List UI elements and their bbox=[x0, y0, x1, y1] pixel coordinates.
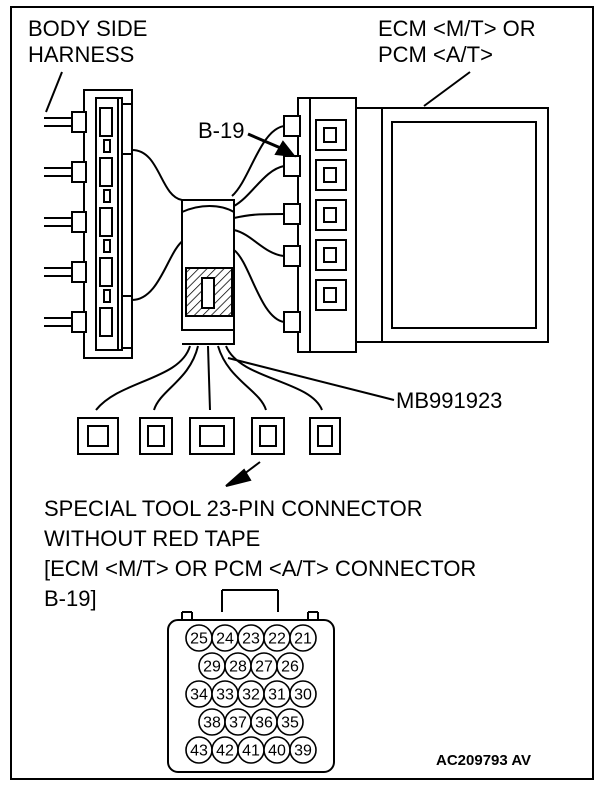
tool-output-wires bbox=[95, 345, 323, 411]
connector-ref-label: B-19 bbox=[198, 118, 245, 143]
tool-part-label: MB991923 bbox=[396, 388, 503, 413]
pin-42-label: 42 bbox=[216, 743, 234, 760]
pin-37-label: 37 bbox=[229, 715, 247, 732]
harness-wires bbox=[131, 125, 285, 323]
tool-connectors bbox=[77, 417, 341, 455]
harness-leader-line bbox=[45, 71, 63, 113]
pointer-head bbox=[225, 468, 252, 487]
pin-38-label: 38 bbox=[203, 715, 221, 732]
pin-34-label: 34 bbox=[190, 687, 208, 704]
pin-35-circle bbox=[276, 708, 304, 736]
pin-21-label: 21 bbox=[294, 631, 312, 648]
pin-32-label: 32 bbox=[242, 687, 260, 704]
pin-36-label: 36 bbox=[255, 715, 273, 732]
ecm-pcm-unit bbox=[283, 97, 549, 353]
pin-21-circle bbox=[289, 624, 317, 652]
pin-31-label: 31 bbox=[268, 687, 286, 704]
figure-code: AC209793 AV bbox=[436, 752, 532, 769]
pin-41-label: 41 bbox=[242, 743, 260, 760]
tool-leader-line bbox=[227, 357, 395, 401]
description-text: SPECIAL TOOL 23-PIN CONNECTOR WITHOUT RE… bbox=[44, 496, 477, 611]
body-side-connector bbox=[44, 89, 133, 359]
pin-26-circle bbox=[276, 652, 304, 680]
pin-26-label: 26 bbox=[281, 659, 299, 676]
pin-24-label: 24 bbox=[216, 631, 234, 648]
b19-arrow-head bbox=[274, 140, 297, 158]
pin-30-label: 30 bbox=[294, 687, 312, 704]
pin-43-label: 43 bbox=[190, 743, 208, 760]
pin-40-label: 40 bbox=[268, 743, 286, 760]
pin-39-circle bbox=[289, 736, 317, 764]
pin-35-label: 35 bbox=[281, 715, 299, 732]
pin-29-label: 29 bbox=[203, 659, 221, 676]
pin-39-label: 39 bbox=[294, 743, 312, 760]
pin-28-label: 28 bbox=[229, 659, 247, 676]
pin-30-circle bbox=[289, 680, 317, 708]
pin-23-label: 23 bbox=[242, 631, 260, 648]
pin-27-label: 27 bbox=[255, 659, 273, 676]
body-side-harness-label: BODY SIDE HARNESS bbox=[28, 16, 148, 67]
special-tool-body bbox=[181, 199, 235, 345]
pin-22-label: 22 bbox=[268, 631, 286, 648]
pin-33-label: 33 bbox=[216, 687, 234, 704]
pin-grid: 25 24 23 22 21 29 28 27 26 34 33 32 31 30 38 37 36 35 43 42… bbox=[185, 624, 317, 764]
ecm-pcm-label: ECM <M/T> OR PCM <A/T> bbox=[378, 16, 536, 67]
ecm-leader-line bbox=[423, 71, 471, 107]
pin-25-label: 25 bbox=[190, 631, 208, 648]
